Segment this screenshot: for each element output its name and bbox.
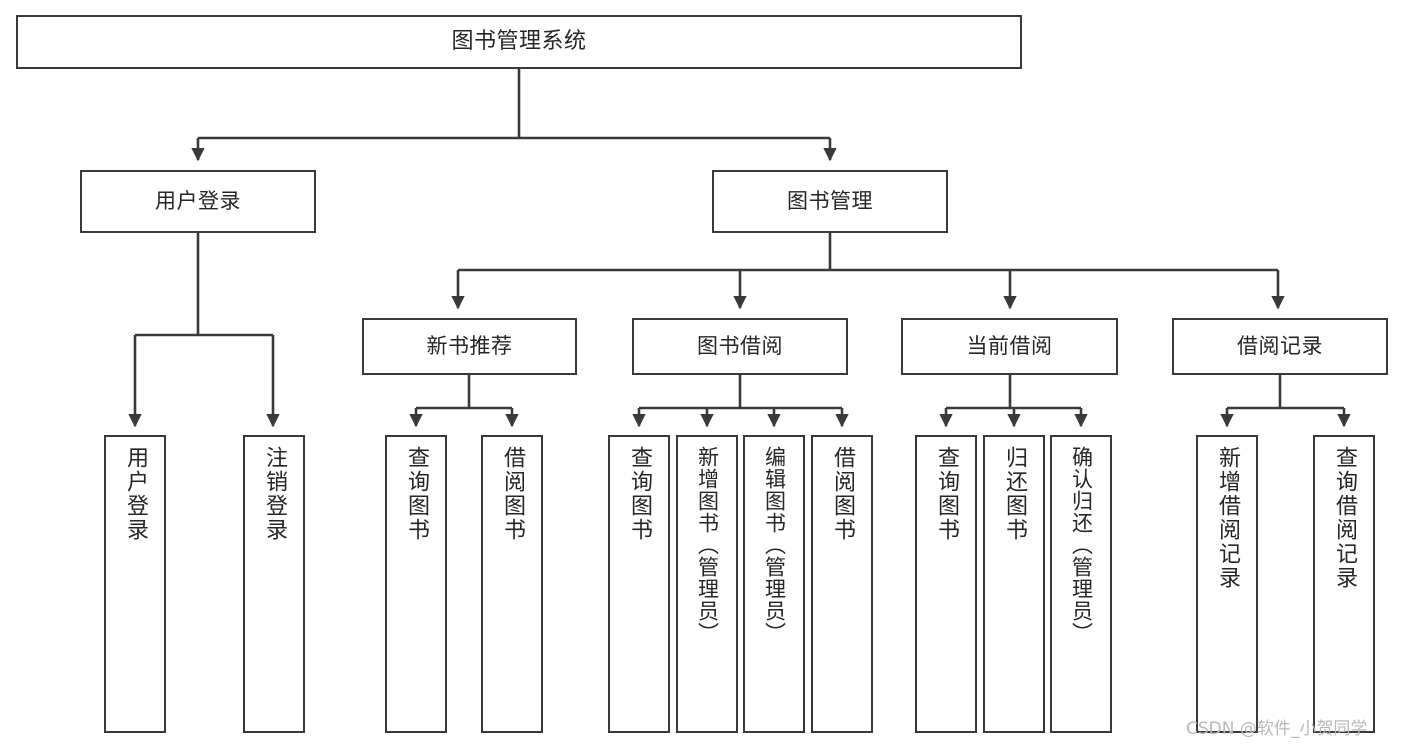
node-leaf-borrow-book-rec-label: 借阅图书: [500, 446, 525, 542]
node-leaf-query-book-current[interactable]: 查询图书: [915, 435, 977, 733]
node-leaf-logout-login[interactable]: 注销登录: [243, 435, 305, 733]
node-book-borrow[interactable]: 图书借阅: [632, 318, 848, 375]
node-leaf-user-login-label: 用户登录: [123, 446, 148, 542]
node-book-manage[interactable]: 图书管理: [712, 170, 948, 233]
node-leaf-logout-login-label: 注销登录: [262, 446, 287, 542]
node-current-borrow[interactable]: 当前借阅: [901, 318, 1118, 375]
node-book-borrow-label: 图书借阅: [697, 334, 783, 359]
node-user-login[interactable]: 用户登录: [80, 170, 316, 233]
node-leaf-edit-book-admin[interactable]: 编辑图书（管理员）: [743, 435, 805, 733]
node-leaf-query-book-borrow[interactable]: 查询图书: [608, 435, 670, 733]
node-leaf-return-book[interactable]: 归还图书: [983, 435, 1045, 733]
node-leaf-add-book-admin[interactable]: 新增图书（管理员）: [676, 435, 738, 733]
node-leaf-add-book-admin-label: 新增图书（管理员）: [695, 446, 720, 644]
node-leaf-return-book-label: 归还图书: [1002, 446, 1027, 542]
node-leaf-query-borrow-record-label: 查询借阅记录: [1332, 446, 1357, 590]
node-leaf-add-borrow-record-label: 新增借阅记录: [1215, 446, 1240, 590]
node-new-book-recommend[interactable]: 新书推荐: [362, 318, 577, 375]
node-root[interactable]: 图书管理系统: [16, 15, 1022, 69]
node-new-book-recommend-label: 新书推荐: [426, 334, 513, 359]
node-leaf-query-borrow-record[interactable]: 查询借阅记录: [1313, 435, 1375, 733]
node-leaf-query-book-borrow-label: 查询图书: [627, 446, 652, 542]
node-leaf-borrow-book-rec[interactable]: 借阅图书: [481, 435, 543, 733]
node-leaf-add-borrow-record[interactable]: 新增借阅记录: [1196, 435, 1258, 733]
node-leaf-query-book-rec-label: 查询图书: [404, 446, 429, 542]
node-user-login-label: 用户登录: [155, 189, 241, 214]
node-leaf-borrow-book-label: 借阅图书: [830, 446, 855, 542]
node-leaf-query-book-rec[interactable]: 查询图书: [385, 435, 447, 733]
node-leaf-confirm-return-admin-label: 确认归还（管理员）: [1069, 446, 1094, 644]
node-leaf-edit-book-admin-label: 编辑图书（管理员）: [762, 446, 787, 644]
node-root-label: 图书管理系统: [451, 29, 587, 55]
node-book-manage-label: 图书管理: [787, 189, 873, 214]
node-leaf-confirm-return-admin[interactable]: 确认归还（管理员）: [1050, 435, 1112, 733]
node-leaf-borrow-book[interactable]: 借阅图书: [811, 435, 873, 733]
node-leaf-user-login[interactable]: 用户登录: [104, 435, 166, 733]
node-leaf-query-book-current-label: 查询图书: [934, 446, 959, 542]
node-current-borrow-label: 当前借阅: [966, 334, 1053, 359]
node-borrow-record-label: 借阅记录: [1237, 334, 1323, 359]
node-borrow-record[interactable]: 借阅记录: [1172, 318, 1388, 375]
csdn-watermark: CSDN @软件_小贺同学: [1186, 719, 1368, 739]
